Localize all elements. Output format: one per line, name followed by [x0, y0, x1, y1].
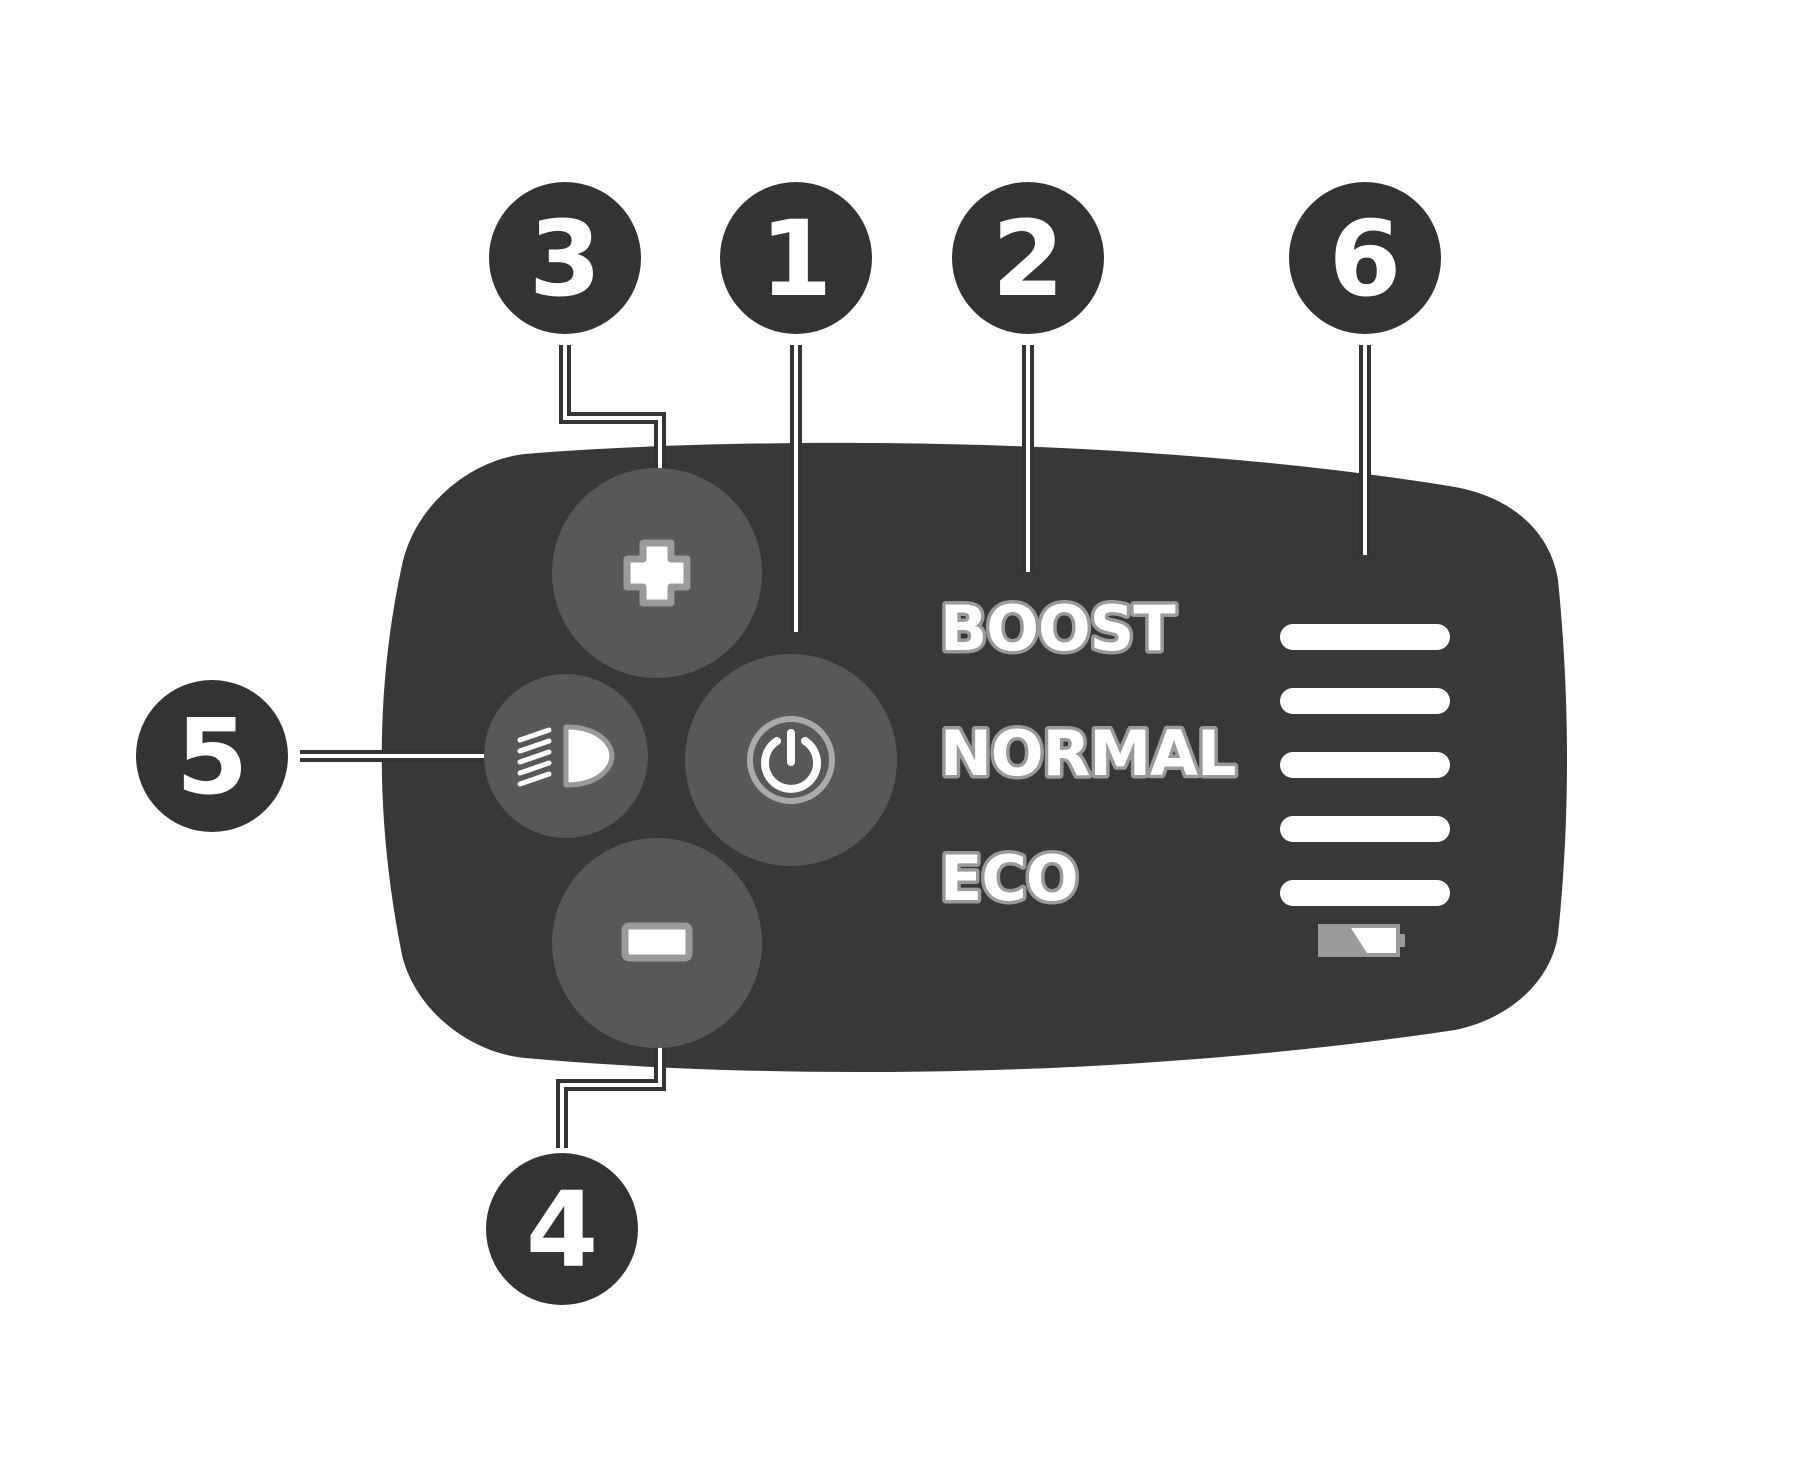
- light-button[interactable]: [484, 674, 648, 838]
- callout-circle: [489, 182, 641, 334]
- callout-number: 3: [529, 198, 601, 320]
- leader-line-3-inner: [563, 345, 662, 497]
- callout-1: 1: [720, 182, 872, 334]
- battery-fill: [1322, 928, 1367, 953]
- callout-circle: [1289, 182, 1441, 334]
- callout-5: 5: [136, 680, 288, 832]
- callout-circle: [486, 1153, 638, 1305]
- callout-circle: [136, 680, 288, 832]
- callout-number: 2: [992, 198, 1064, 320]
- callout-circle: [720, 182, 872, 334]
- callout-3: 3: [489, 182, 641, 334]
- mode-labels: BOOST NORMAL ECO: [937, 589, 1241, 919]
- callout-number: 6: [1329, 198, 1401, 320]
- headlight-icon: [517, 724, 615, 788]
- minus-button[interactable]: [552, 838, 762, 1048]
- minus-icon: [621, 922, 693, 962]
- plus-button[interactable]: [552, 468, 762, 678]
- level-bar: [1280, 752, 1450, 778]
- level-bar: [1280, 880, 1450, 906]
- plus-icon: [623, 539, 691, 607]
- level-bar: [1280, 688, 1450, 714]
- level-bar: [1280, 816, 1450, 842]
- callout-2: 2: [952, 182, 1104, 334]
- callout-circle: [952, 182, 1104, 334]
- callout-number: 4: [526, 1169, 598, 1291]
- callout-number: 5: [176, 696, 248, 818]
- callout-4: 4: [486, 1153, 638, 1305]
- mode-label-normal: NORMAL: [940, 717, 1236, 790]
- battery-icon: [1318, 924, 1405, 957]
- mode-label-eco: ECO: [940, 842, 1078, 915]
- callout-6: 6: [1289, 182, 1441, 334]
- callouts: 1 2 3 4 5 6: [136, 182, 1441, 1305]
- level-bar: [1280, 624, 1450, 650]
- callout-number: 1: [760, 198, 832, 320]
- mode-label-boost: BOOST: [940, 592, 1175, 665]
- power-button[interactable]: [685, 654, 897, 866]
- level-bars: [1280, 624, 1450, 906]
- power-icon: [747, 716, 835, 804]
